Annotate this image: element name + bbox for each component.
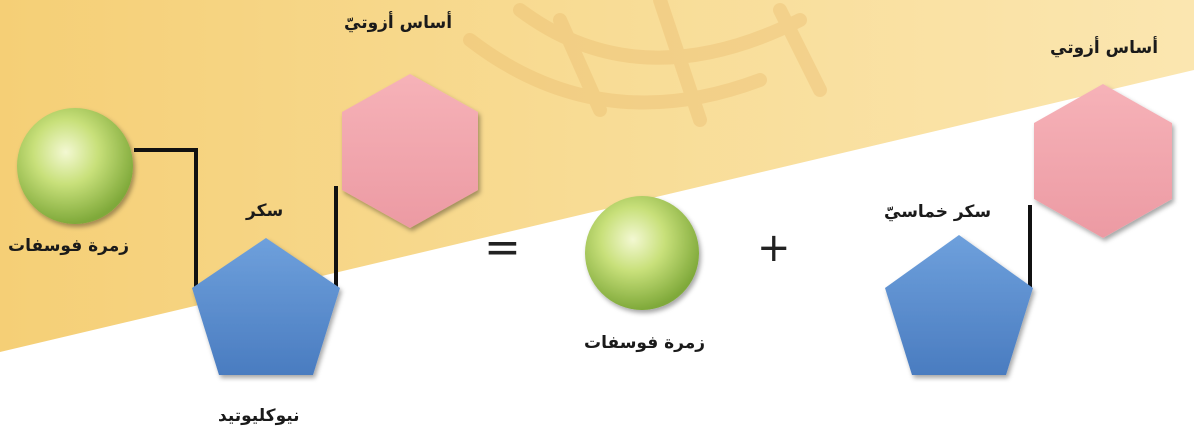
background-texture: [463, 0, 827, 127]
middle-phosphate-label: زمرة فوسفات: [584, 333, 706, 353]
left-sugar-label: سكر: [246, 201, 284, 221]
plus-sign: +: [757, 225, 791, 271]
right-base-label: أساس أزوتي: [1050, 38, 1159, 58]
right-sugar-pentagon: [885, 235, 1033, 375]
right-base-hexagon: [1034, 84, 1172, 238]
nucleotide-caption: نيوكليوتيد: [218, 406, 300, 426]
phosphate-sphere: [17, 108, 133, 224]
sugar-base-structure: [885, 84, 1172, 375]
right-sugar-label: سكر خماسيّ: [884, 202, 992, 222]
equals-sign: =: [484, 222, 521, 273]
free-phosphate-sphere: [585, 196, 699, 310]
nucleotide-structure: [17, 74, 478, 375]
left-phosphate-label: زمرة فوسفات: [8, 236, 130, 256]
left-base-label: أساس أزوتيّ: [344, 13, 453, 33]
base-hexagon: [342, 74, 478, 228]
phosphate-sugar-bond: [134, 148, 198, 287]
sugar-pentagon: [192, 238, 340, 375]
